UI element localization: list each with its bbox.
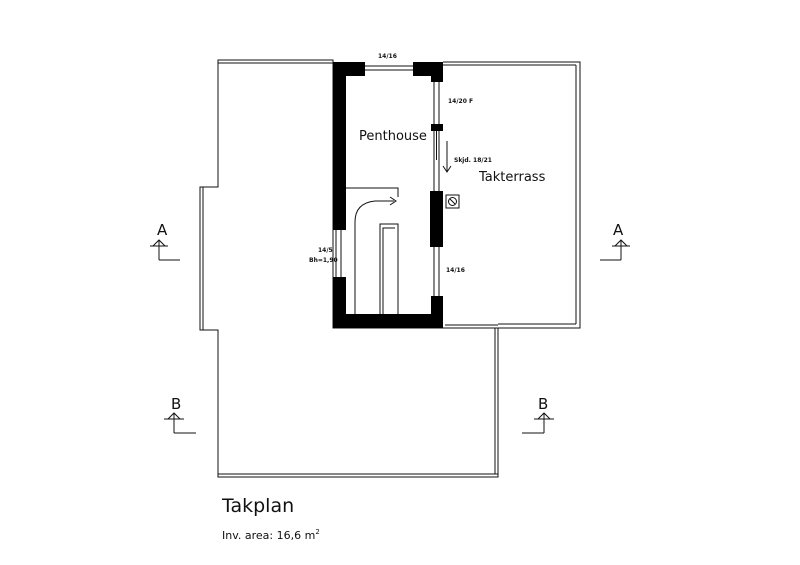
window-label-right-bottom: 14/16: [446, 267, 465, 274]
window-label-top: 14/16: [378, 53, 397, 60]
stair: [346, 187, 399, 314]
section-marker-a-left: A: [150, 221, 180, 261]
section-marker-a-right: A: [600, 221, 630, 261]
door-label-sliding: Skjd. 18/21: [454, 157, 492, 164]
window-right-bottom: [433, 247, 440, 296]
penthouse-walls: [333, 62, 443, 328]
area-text: Inv. area: 16,6 m2: [222, 528, 320, 542]
room-label-terrace: Takterrass: [478, 170, 546, 185]
window-right-top: [433, 82, 440, 124]
svg-text:A: A: [157, 221, 168, 239]
window-label-left-size: 14/5: [318, 247, 333, 254]
door-direction-arrow-icon: [442, 141, 452, 173]
window-left: [335, 230, 342, 277]
svg-text:A: A: [613, 221, 624, 239]
room-label-penthouse: Penthouse: [359, 129, 427, 144]
window-top: [365, 65, 413, 71]
plan-title: Takplan: [221, 495, 294, 517]
window-label-left-height: Bh=1,90: [309, 257, 338, 264]
window-label-right-top: 14/20 F: [448, 98, 473, 105]
roof-outline: [199, 59, 499, 478]
svg-text:B: B: [538, 395, 548, 413]
section-marker-b-left: B: [164, 395, 196, 434]
drain-symbol-icon: [445, 194, 460, 209]
sliding-door: [433, 131, 440, 191]
terrace-outline: [443, 61, 581, 329]
svg-text:B: B: [171, 395, 181, 413]
section-marker-b-right: B: [522, 395, 554, 434]
